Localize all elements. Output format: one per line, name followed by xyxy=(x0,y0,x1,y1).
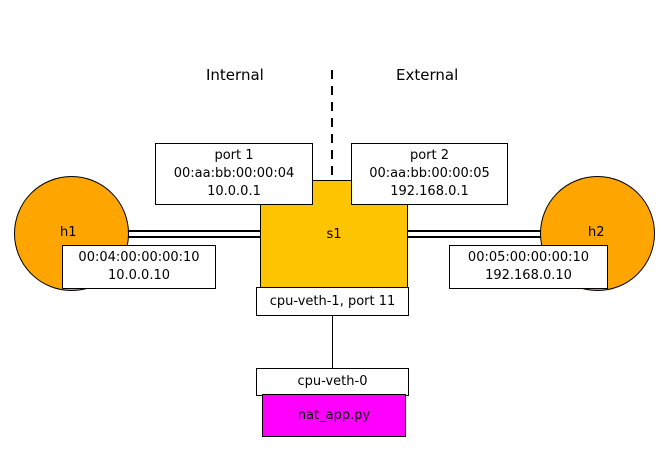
host-h2-mac: 00:05:00:00:00:10 xyxy=(467,250,590,265)
cpu-veth0-label: cpu-veth-0 xyxy=(297,374,368,389)
host-h1-label: h1 xyxy=(60,225,77,240)
host-h1-ip: 10.0.0.10 xyxy=(107,268,171,283)
host-h1-address-box: 00:04:00:00:00:10 10.0.0.10 xyxy=(62,245,216,289)
port1-mac: 00:aa:bb:00:00:04 xyxy=(173,166,295,181)
link-h1-s1-line xyxy=(110,236,262,238)
nat-app-box: nat_app.py xyxy=(262,394,406,437)
port2-mac: 00:aa:bb:00:00:05 xyxy=(369,166,490,181)
cpu-port-box: cpu-veth-1, port 11 xyxy=(256,287,409,316)
switch-s1-label: s1 xyxy=(326,227,342,242)
host-h2-address-box: 00:05:00:00:00:10 192.168.0.10 xyxy=(449,245,608,289)
port2-title: port 2 xyxy=(409,148,450,163)
link-h1-s1-line xyxy=(110,230,262,232)
cpu-port-label: cpu-veth-1, port 11 xyxy=(269,293,396,309)
switch-port1-info-box: port 1 00:aa:bb:00:00:04 10.0.0.1 xyxy=(155,143,313,205)
link-s1-h2-line xyxy=(404,230,554,232)
link-s1-h2-line xyxy=(404,236,554,238)
port2-ip: 192.168.0.1 xyxy=(390,184,469,199)
cpu-link-line xyxy=(332,314,333,368)
internal-zone-label: Internal xyxy=(206,66,264,84)
internal-external-divider-line xyxy=(331,70,333,182)
nat-app-label: nat_app.py xyxy=(297,408,371,423)
host-h2-ip: 192.168.0.10 xyxy=(485,268,572,283)
host-h1-mac: 00:04:00:00:00:10 xyxy=(78,250,200,265)
host-h2-label: h2 xyxy=(588,225,605,240)
cpu-veth0-box: cpu-veth-0 xyxy=(256,368,409,396)
port1-ip: 10.0.0.1 xyxy=(207,184,261,199)
external-zone-label: External xyxy=(396,66,459,84)
port1-title: port 1 xyxy=(214,148,254,163)
switch-port2-info-box: port 2 00:aa:bb:00:00:05 192.168.0.1 xyxy=(351,143,508,205)
